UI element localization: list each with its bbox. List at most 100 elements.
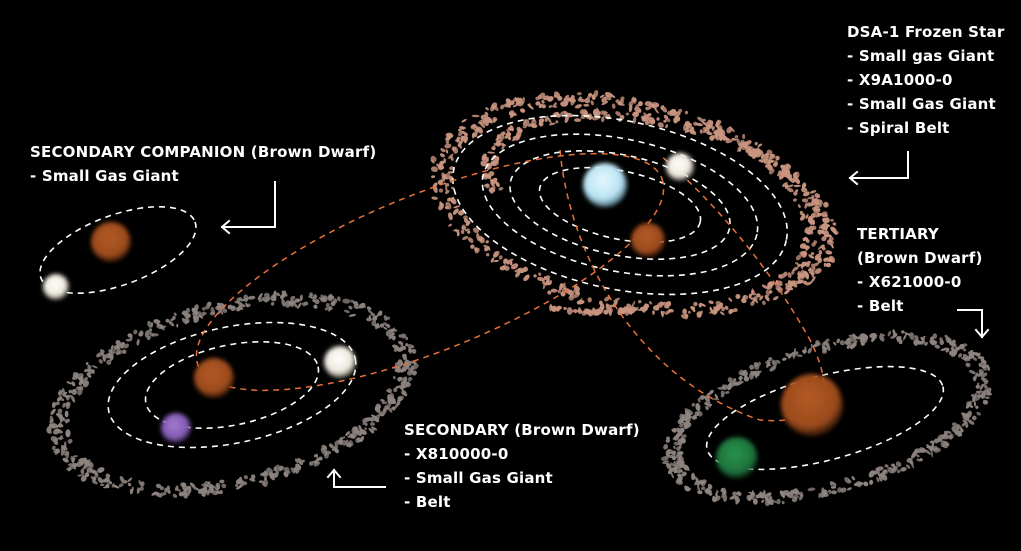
asteroid — [592, 108, 599, 117]
asteroid — [649, 301, 652, 305]
asteroid — [438, 188, 444, 193]
asteroid — [760, 154, 765, 159]
asteroid — [793, 494, 799, 499]
asteroid — [795, 189, 799, 193]
asteroid — [64, 410, 69, 418]
asteroid — [985, 396, 990, 399]
asteroid — [951, 426, 957, 433]
asteroid — [444, 190, 450, 195]
asteroid — [201, 491, 206, 497]
asteroid — [801, 182, 806, 189]
asteroid — [68, 389, 73, 394]
asteroid — [870, 471, 876, 475]
asteroid — [769, 365, 777, 372]
primary-orbit-1 — [538, 166, 702, 244]
asteroid — [461, 118, 467, 123]
asteroid — [782, 490, 786, 496]
asteroid — [71, 381, 76, 387]
asteroid — [99, 349, 105, 354]
asteroid — [972, 356, 978, 361]
asteroid — [436, 163, 439, 167]
asteroid — [740, 145, 748, 150]
asteroid — [448, 212, 453, 221]
asteroid — [342, 298, 351, 304]
asteroid — [301, 459, 305, 463]
asteroid — [457, 137, 460, 140]
asteroid — [397, 401, 401, 406]
asteroid — [404, 364, 409, 369]
asteroid — [943, 440, 950, 446]
asteroid — [49, 423, 53, 428]
asteroid — [405, 336, 409, 341]
asteroid — [933, 447, 941, 453]
asteroid — [956, 432, 963, 437]
asteroid — [926, 445, 935, 449]
asteroid — [708, 300, 714, 304]
asteroid — [590, 100, 594, 106]
asteroid — [979, 383, 984, 391]
asteroid — [80, 475, 87, 482]
asteroid — [573, 288, 577, 293]
asteroid — [176, 323, 179, 328]
asteroid — [547, 290, 552, 295]
asteroid — [168, 320, 175, 327]
asteroid — [805, 213, 809, 220]
asteroid — [338, 437, 344, 446]
asteroid — [498, 187, 504, 191]
asteroid — [93, 481, 98, 485]
asteroid — [538, 103, 543, 109]
asteroid — [703, 118, 706, 122]
asteroid — [656, 301, 665, 309]
tertiary-system-label: TERTIARY (Brown Dwarf) - X621000-0 - Bel… — [857, 222, 983, 318]
asteroid — [155, 483, 162, 489]
asteroid — [484, 246, 489, 252]
companion-orbit — [39, 205, 197, 295]
asteroid — [825, 262, 832, 268]
asteroid — [743, 376, 750, 382]
primary-frozen-star — [583, 163, 627, 207]
asteroid — [398, 340, 404, 345]
asteroid — [891, 467, 897, 473]
asteroid — [491, 185, 496, 191]
asteroid — [665, 309, 672, 315]
asteroid — [183, 492, 188, 499]
asteroid — [657, 122, 664, 128]
asteroid — [715, 304, 721, 310]
asteroid — [666, 436, 670, 441]
tertiary-brown-dwarf — [781, 374, 843, 436]
asteroid — [877, 472, 881, 477]
asteroid — [881, 473, 886, 478]
asteroid — [793, 347, 797, 354]
asteroid — [792, 353, 796, 360]
asteroid — [583, 112, 587, 115]
asteroid — [405, 343, 409, 347]
asteroid — [446, 134, 452, 140]
asteroid — [413, 361, 417, 365]
asteroid — [784, 289, 790, 295]
asteroid — [493, 259, 499, 263]
asteroid — [729, 308, 734, 314]
asteroid — [714, 495, 721, 502]
asteroid — [699, 302, 706, 307]
asteroid — [731, 137, 736, 141]
asteroid — [821, 344, 826, 351]
asteroid — [705, 405, 709, 411]
asteroid — [490, 257, 495, 263]
asteroid — [374, 414, 380, 421]
asteroid — [611, 103, 616, 109]
asteroid — [682, 308, 687, 315]
asteroid — [860, 333, 868, 339]
asteroid — [512, 104, 518, 108]
asteroid — [725, 391, 730, 394]
asteroid — [699, 395, 706, 400]
asteroid — [53, 428, 61, 435]
asteroid — [714, 393, 719, 400]
asteroid — [673, 445, 676, 450]
asteroid — [751, 292, 757, 296]
asteroid — [720, 390, 725, 396]
asteroid — [924, 449, 932, 455]
asteroid — [909, 332, 915, 340]
asteroid — [797, 204, 801, 209]
asteroid — [272, 472, 279, 478]
asteroid — [122, 349, 127, 354]
